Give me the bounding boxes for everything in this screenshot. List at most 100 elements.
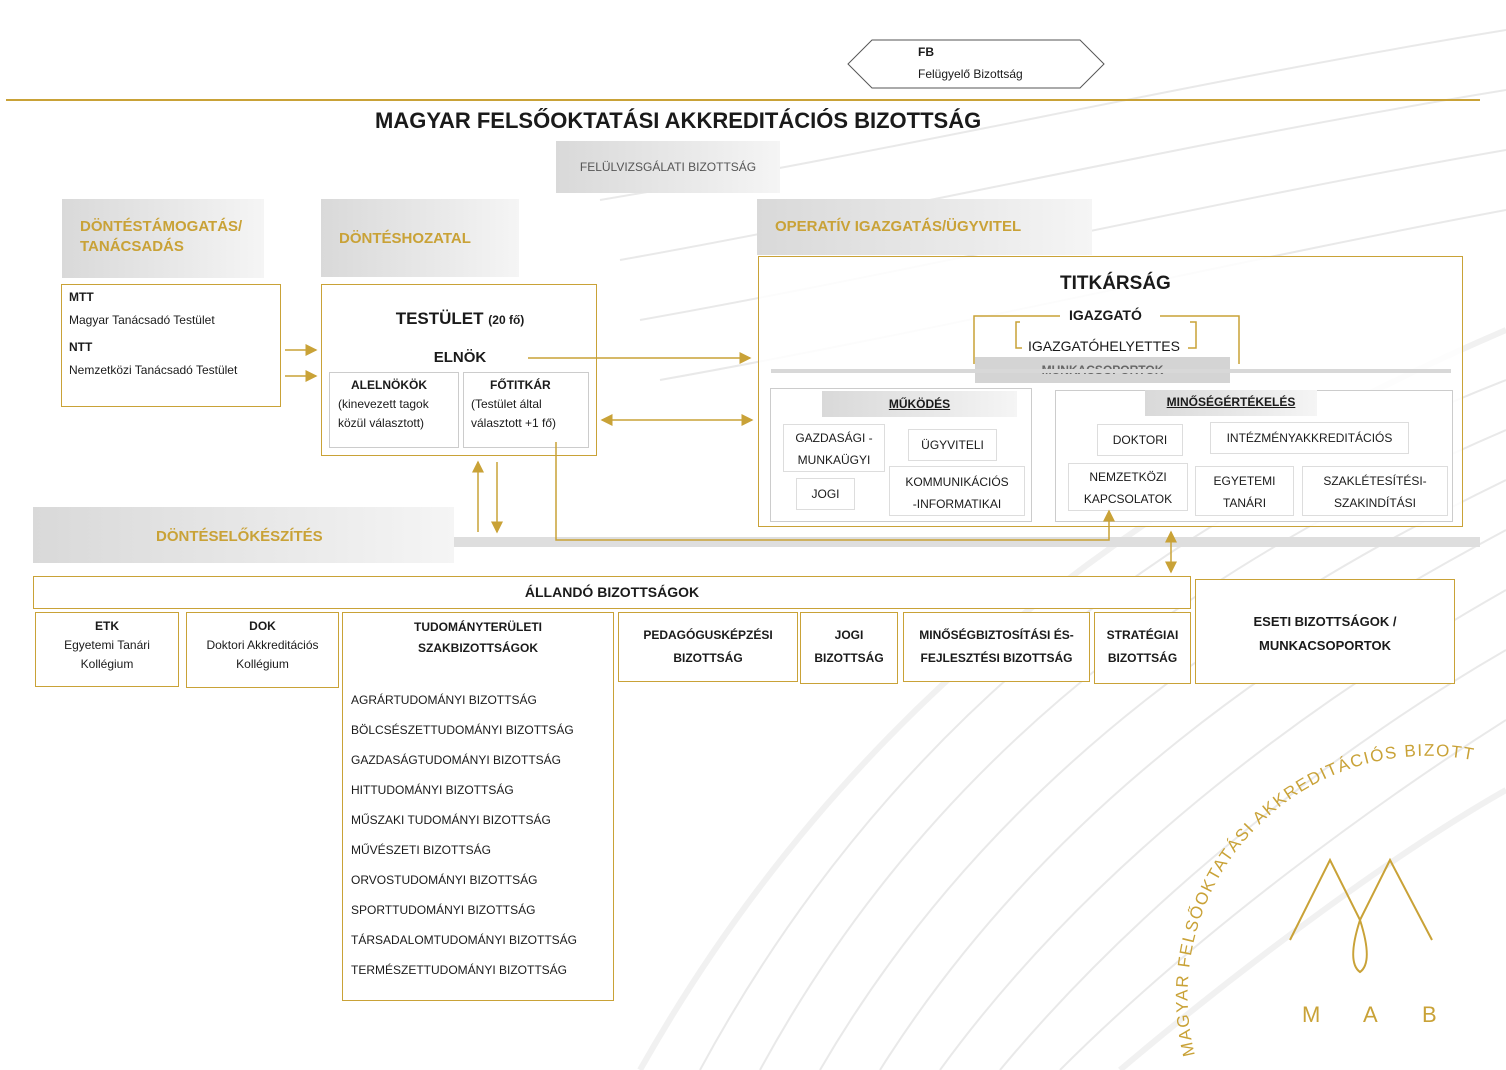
board-title-text: TESTÜLET [395, 309, 484, 328]
logo-letter-b: B [1422, 1002, 1437, 1027]
op-comm-line2: -INFORMATIKAI [912, 497, 1002, 511]
preparation-bar [454, 537, 1480, 547]
ped-line2: BIZOTTSÁG [673, 651, 743, 665]
dok-code: DOK [249, 619, 276, 633]
secretary-line2: választott +1 fő) [471, 416, 557, 430]
field-committees-box: TUDOMÁNYTERÜLETI SZAKBIZOTTSÁGOK AGRÁRTU… [342, 612, 614, 1001]
secretariat-title: TITKÁRSÁG [1060, 273, 1171, 294]
field-committee-item: MŰVÉSZETI BIZOTTSÁG [351, 843, 492, 857]
vice-line1: (kinevezett tagok [338, 397, 429, 411]
q-spec-line2: SZAKINDÍTÁSI [1333, 496, 1416, 510]
secretary-general-box: FŐTITKÁR (Testület által választott +1 f… [463, 372, 589, 448]
q-institutional-label: INTÉZMÉNYAKKREDITÁCIÓS [1226, 431, 1393, 445]
etk-code: ETK [95, 619, 119, 633]
jogi-line2: BIZOTTSÁG [814, 651, 884, 665]
dok-line1: Doktori Akkreditációs [206, 638, 319, 652]
adhoc-line2: MUNKACSOPORTOK [1259, 638, 1391, 653]
director-label: IGAZGATÓ [1069, 307, 1142, 323]
field-committee-item: HITTUDOMÁNYI BIZOTTSÁG [351, 783, 514, 797]
operation-header: MŰKÖDÉS [822, 391, 1017, 417]
section-decision: DÖNTÉSHOZATAL [321, 199, 519, 277]
field-committee-item: BÖLCSÉSZETTUDOMÁNYI BIZOTTSÁG [351, 723, 574, 737]
top-divider [6, 99, 1480, 101]
adhoc-line1: ESETI BIZOTTSÁGOK / [1253, 614, 1397, 629]
section-support: DÖNTÉSTÁMOGATÁS/ TANÁCSADÁS [62, 199, 264, 278]
field-committee-item: TÁRSADALOMTUDOMÁNYI BIZOTTSÁG [351, 933, 578, 947]
q-doctoral-label: DOKTORI [1112, 433, 1168, 447]
op-econ-line1: GAZDASÁGI - [795, 431, 873, 445]
field-committee-item: MŰSZAKI TUDOMÁNYI BIZOTTSÁG [351, 813, 551, 827]
review-committee: FELÜLVIZSGÁLATI BIZOTTSÁG [556, 141, 780, 193]
legal-committee-box: JOGI BIZOTTSÁG [800, 612, 898, 684]
teacher-training-box: PEDAGÓGUSKÉPZÉSI BIZOTTSÁG [618, 612, 798, 682]
vice-presidents-box: ALELNÖKÖK (kinevezett tagok közül válasz… [329, 372, 459, 448]
ntt-code: NTT [69, 340, 93, 354]
op-econ: GAZDASÁGI - MUNKAÜGYI [783, 424, 885, 472]
board-title: TESTÜLET (20 fő) [322, 309, 598, 329]
logo-letter-m: M [1302, 1002, 1320, 1027]
fb-hexagon [847, 39, 1105, 89]
q-prof-line2: TANÁRI [1222, 496, 1267, 510]
section-support-label: DÖNTÉSTÁMOGATÁS/ TANÁCSADÁS [80, 218, 243, 255]
section-operative: OPERATÍV IGAZGATÁS/ÜGYVITEL [757, 199, 1092, 255]
mb-line2: FEJLESZTÉSI BIZOTTSÁG [920, 651, 1073, 665]
mb-line1: MINŐSÉGBIZTOSÍTÁSI ÉS- [919, 628, 1074, 642]
field-committee-item: SPORTTUDOMÁNYI BIZOTTSÁG [351, 903, 536, 917]
q-professor: EGYETEMI TANÁRI [1195, 466, 1294, 516]
review-committee-label: FELÜLVIZSGÁLATI BIZOTTSÁG [579, 160, 757, 174]
section-preparation: DÖNTÉSELŐKÉSZÍTÉS [33, 507, 454, 563]
fb-name: Felügyelő Bizottság [918, 67, 1023, 81]
field-committee-item: AGRÁRTUDOMÁNYI BIZOTTSÁG [351, 693, 537, 707]
jogi-line1: JOGI [834, 628, 864, 642]
adhoc-box: ESETI BIZOTTSÁGOK / MUNKACSOPORTOK [1195, 579, 1455, 684]
vice-title: ALELNÖKÖK [351, 378, 427, 392]
op-legal: JOGI [796, 478, 855, 510]
operation-title: MŰKÖDÉS [888, 397, 951, 411]
q-intl-line2: KAPCSOLATOK [1083, 492, 1173, 506]
field-committee-item: ORVOSTUDOMÁNYI BIZOTTSÁG [351, 873, 538, 887]
field-committee-item: TERMÉSZETTUDOMÁNYI BIZOTTSÁG [351, 963, 568, 977]
board-box: TESTÜLET (20 fő) ELNÖK ALELNÖKÖK (kineve… [321, 284, 597, 456]
vice-line2: közül választott) [338, 416, 425, 430]
secretary-title: FŐTITKÁR [490, 378, 551, 392]
advisory-box: MTT Magyar Tanácsadó Testület NTT Nemzet… [61, 284, 281, 407]
board-president: ELNÖK [433, 349, 487, 366]
tsz-line1: TUDOMÁNYTERÜLETI [414, 620, 542, 634]
op-admin-label: ÜGYVITELI [921, 438, 984, 452]
section-decision-label: DÖNTÉSHOZATAL [339, 230, 471, 247]
op-comm-line1: KOMMUNIKÁCIÓS [905, 475, 1009, 489]
q-program: SZAKLÉTESÍTÉSI- SZAKINDÍTÁSI [1302, 466, 1448, 516]
etk-box: ETK Egyetemi Tanári Kollégium [35, 612, 179, 687]
page-title: MAGYAR FELSŐOKTATÁSI AKKREDITÁCIÓS BIZOT… [375, 108, 982, 133]
fb-code: FB [918, 45, 934, 59]
ntt-name: Nemzetközi Tanácsadó Testület [69, 363, 238, 377]
ped-line1: PEDAGÓGUSKÉPZÉSI [643, 628, 773, 642]
mab-logo: MAGYAR FELSŐOKTATÁSI AKKREDITÁCIÓS BIZOT… [1160, 720, 1475, 1058]
quality-title: MINŐSÉGÉRTÉKELÉS [1166, 395, 1296, 409]
deputy-label: IGAZGATÓHELYETTES [1028, 338, 1180, 354]
logo-m-mark [1289, 857, 1433, 974]
etk-line1: Egyetemi Tanári [64, 638, 150, 652]
standing-title: ÁLLANDÓ BIZOTTSÁGOK [524, 584, 700, 600]
standing-header: ÁLLANDÓ BIZOTTSÁGOK [33, 576, 1191, 609]
field-committee-item: GAZDASÁGTUDOMÁNYI BIZOTTSÁG [351, 753, 562, 767]
q-intl-line1: NEMZETKÖZI [1089, 470, 1167, 484]
strat-line2: BIZOTTSÁG [1107, 651, 1178, 665]
op-econ-line2: MUNKAÜGYI [797, 453, 871, 467]
strategy-committee-box: STRATÉGIAI BIZOTTSÁG [1094, 612, 1191, 684]
logo-letter-a: A [1363, 1002, 1378, 1027]
q-spec-line1: SZAKLÉTESÍTÉSI- [1323, 474, 1427, 488]
dok-line2: Kollégium [236, 657, 289, 671]
field-committee-list: AGRÁRTUDOMÁNYI BIZOTTSÁG BÖLCSÉSZETTUDOM… [351, 685, 577, 985]
q-prof-line1: EGYETEMI [1213, 474, 1276, 488]
quality-committee-box: MINŐSÉGBIZTOSÍTÁSI ÉS- FEJLESZTÉSI BIZOT… [903, 612, 1090, 682]
mtt-name: Magyar Tanácsadó Testület [69, 313, 215, 327]
op-admin: ÜGYVITELI [908, 429, 997, 461]
q-institutional: INTÉZMÉNYAKKREDITÁCIÓS [1210, 422, 1409, 454]
strat-line1: STRATÉGIAI [1106, 628, 1179, 642]
op-legal-label: JOGI [811, 487, 840, 501]
tsz-line2: SZAKBIZOTTSÁGOK [418, 641, 538, 655]
q-international: NEMZETKÖZI KAPCSOLATOK [1068, 463, 1188, 511]
etk-line2: Kollégium [80, 657, 134, 671]
secretary-line1: (Testület által [471, 397, 542, 411]
